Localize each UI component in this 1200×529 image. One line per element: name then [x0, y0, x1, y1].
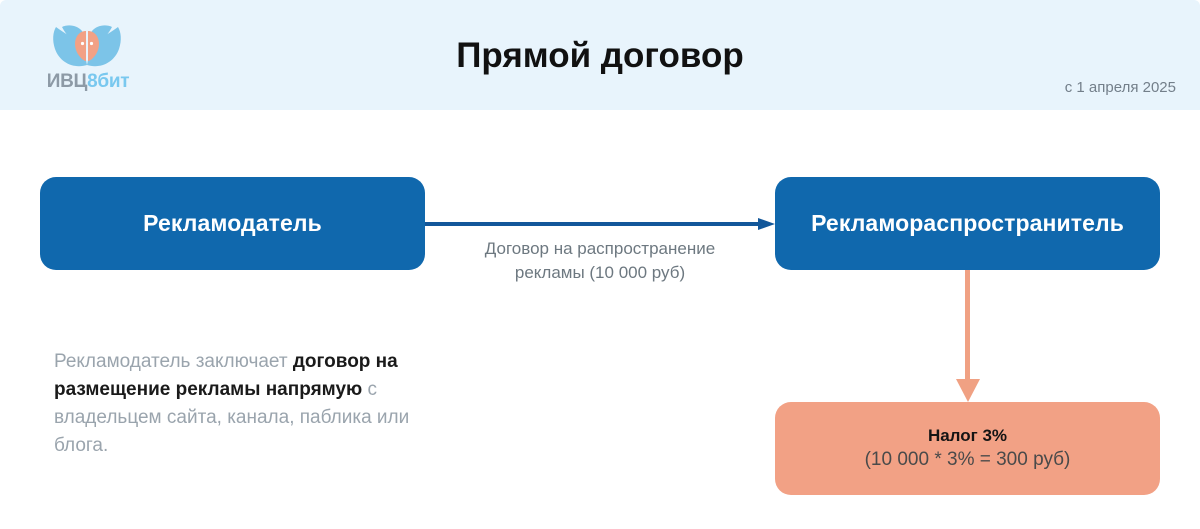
arrow-contract-icon	[425, 218, 775, 230]
page-title: Прямой договор	[456, 36, 744, 75]
arrow-contract-shaft	[425, 222, 761, 226]
description-bold: договор на размещение рекламы напрямую	[54, 351, 398, 400]
arrow-contract-head	[758, 218, 775, 230]
edge-contract-label: Договор на распространение рекламы (10 0…	[425, 237, 775, 285]
logo-wordmark-secondary: 8бит	[87, 71, 130, 92]
description-part2: с владельцем сайта, канала, паблика или …	[54, 379, 410, 456]
brand-logo: ИВЦ8бит	[36, 19, 140, 95]
butterfly-faces-logo-icon	[50, 19, 124, 71]
node-tax-title: Налог 3%	[927, 426, 1008, 445]
node-tax: Налог 3% (10 000 * 3% = 300 руб)	[775, 402, 1160, 495]
description-part1: Рекламодатель заключает	[54, 351, 293, 372]
edge-contract-label-line2: рекламы (10 000 руб)	[514, 263, 686, 282]
arrow-tax-icon	[956, 270, 980, 402]
node-distributor-label: Рекламораспространитель	[811, 210, 1124, 236]
node-advertiser-label: Рекламодатель	[143, 210, 322, 236]
edge-contract-label-line1: Договор на распространение	[484, 239, 716, 258]
effective-date: с 1 апреля 2025	[1064, 79, 1176, 96]
description-paragraph: Рекламодатель заключает договор на разме…	[54, 348, 424, 460]
arrow-tax-head	[956, 379, 980, 402]
node-tax-formula: (10 000 * 3% = 300 руб)	[864, 449, 1071, 470]
node-advertiser: Рекламодатель	[40, 177, 425, 270]
node-distributor: Рекламораспространитель	[775, 177, 1160, 270]
arrow-tax-shaft	[965, 270, 970, 382]
logo-wordmark-primary: ИВЦ	[46, 71, 88, 92]
header-band	[0, 0, 1200, 110]
logo-wordmark: ИВЦ8бит	[36, 71, 140, 93]
